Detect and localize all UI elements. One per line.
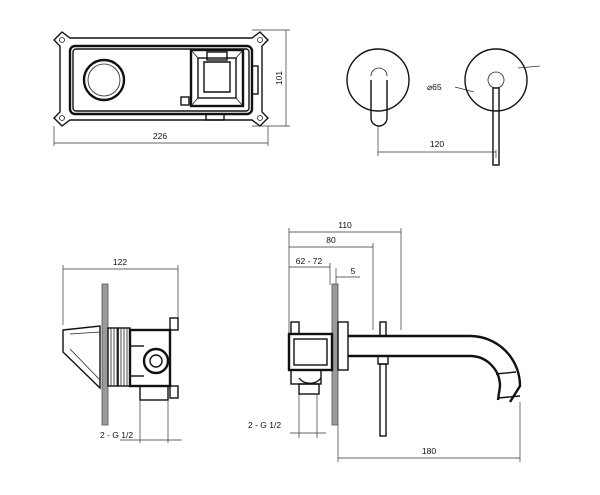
diameter-label: ⌀65 — [427, 82, 442, 92]
adjust-range-label: 62 - 72 — [296, 256, 323, 266]
connection-left-label: 2 - G 1/2 — [100, 430, 133, 440]
spout-length-label: 180 — [422, 446, 436, 456]
connection-right-label: 2 - G 1/2 — [248, 420, 281, 430]
front-views — [346, 48, 541, 166]
side-depth-label: 122 — [113, 257, 127, 267]
top-width-label: 226 — [153, 131, 167, 141]
overall-depth-label: 110 — [338, 220, 352, 230]
gap-label: 5 — [351, 266, 356, 276]
depth-80-label: 80 — [326, 235, 336, 245]
installed-side-view — [287, 228, 522, 462]
spacing-label: 120 — [430, 139, 444, 149]
top-height-label: 101 — [274, 71, 284, 85]
valve-side-view — [62, 265, 182, 443]
in-wall-box-plan-view — [53, 29, 290, 146]
